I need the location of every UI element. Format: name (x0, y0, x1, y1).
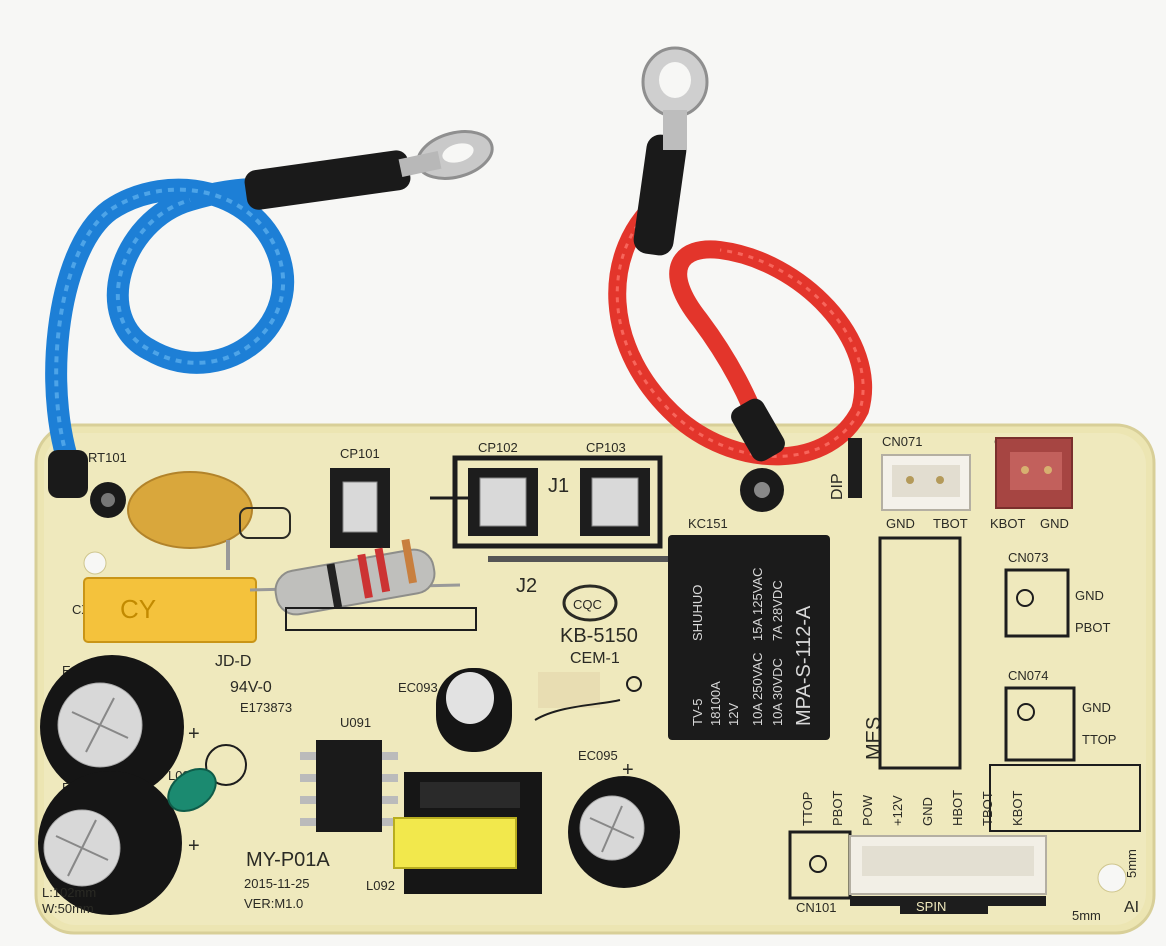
relay-type: TV-5 (690, 699, 705, 726)
u091-label: U091 (340, 715, 371, 730)
cn071-pin-1: GND (886, 516, 915, 531)
ec092-capacitor (38, 771, 182, 915)
relay-model: MPA-S-112-A (793, 605, 815, 726)
ec095-label: EC095 (578, 748, 618, 763)
mount-hole (1097, 863, 1127, 893)
thermistor (127, 471, 291, 570)
l092-label: L092 (366, 878, 395, 893)
spin-bar (900, 898, 988, 914)
resistor (249, 538, 477, 631)
relay-coil: 12V (726, 703, 741, 726)
xcap-mark: CY (120, 594, 156, 624)
ccc-text: CQC (573, 597, 602, 612)
ec092-polarity: + (188, 835, 200, 857)
heat-shrink-sleeve (731, 398, 785, 462)
corner-5mm-vertical: 5mm (1124, 849, 1139, 878)
transformer (393, 772, 542, 894)
board-date: 2015-11-25 (244, 876, 310, 891)
relay: TV-5 18100A 12V SHUHUO 10A 250VAC 15A 12… (668, 535, 830, 740)
cn074-label: CN074 (1008, 668, 1048, 683)
cn101-pin-1: TTOP (800, 792, 815, 826)
cn074-pin-1: GND (1082, 700, 1111, 715)
j2-label: J2 (516, 575, 537, 597)
spin-label: SPIN (916, 899, 946, 914)
mount-hole (83, 551, 107, 575)
rt101-label: RT101 (88, 450, 127, 465)
ul-rating: 94V-0 (230, 679, 272, 696)
ec093-label: EC093 (398, 680, 438, 695)
cn073-label: CN073 (1008, 550, 1048, 565)
cn101-pin-2: PBOT (830, 791, 845, 826)
mes-label: MES (863, 717, 885, 760)
u091-ic (300, 740, 398, 832)
cn101-pin-4: +12V (890, 795, 905, 826)
ec093-capacitor (436, 668, 512, 752)
dip-label: DIP (829, 473, 846, 500)
cn071-label: CN071 (882, 434, 922, 449)
j1-block (430, 455, 663, 549)
cn074-connector (1004, 686, 1076, 762)
ec095-capacitor (568, 776, 680, 888)
corner-5mm-horizontal: 5mm (1072, 908, 1101, 923)
cn101-pin-5: GND (920, 797, 935, 826)
corner-ai: AI (1124, 899, 1139, 916)
ul-code: JD-D (215, 653, 251, 670)
heat-shrink-sleeve (48, 450, 88, 498)
cn101-label: CN101 (796, 900, 836, 915)
j2-jumper (488, 556, 668, 562)
cn072-pin-1: KBOT (990, 516, 1025, 531)
cn071-pin-2: TBOT (933, 516, 968, 531)
heat-shrink-sleeve (244, 150, 411, 210)
ec091-capacitor (40, 655, 184, 799)
cn072-pin-2: GND (1040, 516, 1069, 531)
cn073-pin-1: GND (1075, 588, 1104, 603)
cn073-pin-2: PBOT (1075, 620, 1110, 635)
relay-code: 18100A (708, 681, 723, 726)
cp101-label: CP101 (340, 446, 380, 461)
cn101-pin-7: TBOT (980, 791, 995, 826)
relay-rating-2: 10A 30VDC (770, 658, 785, 726)
cn073-connector (1004, 568, 1070, 638)
j1-label: J1 (548, 475, 569, 497)
mes-outline (878, 536, 962, 770)
cn101-pin-labels: TTOP PBOT POW +12V GND HBOT TBOT KBOT (800, 790, 1025, 826)
board-material-code: KB-5150 (560, 625, 638, 647)
ccc-mark (562, 584, 618, 622)
relay-rating-4: 7A 28VDC (770, 580, 785, 641)
relay-rating-3: 15A 125VAC (750, 568, 765, 641)
kc151-label: KC151 (688, 516, 728, 531)
cn071-connector (881, 454, 971, 511)
cn072-connector (995, 437, 1073, 509)
cn074-pin-2: TTOP (1082, 732, 1116, 747)
board-version: VER:M1.0 (244, 896, 303, 911)
cp101-terminal (330, 468, 390, 548)
x-capacitor (83, 577, 257, 643)
relay-rating-1: 10A 250VAC (750, 653, 765, 726)
relay-brand: SHUHUO (690, 585, 705, 641)
width-note: W:50mm (42, 901, 94, 916)
length-note: L:102mm (42, 885, 96, 900)
cp102-label: CP102 (478, 440, 518, 455)
blank-pad (538, 672, 600, 708)
dip-bar (848, 438, 862, 498)
ec095-polarity: + (622, 759, 634, 781)
blue-wire (45, 130, 494, 498)
heat-shrink-sleeve (633, 134, 687, 256)
ul-file: E173873 (240, 700, 292, 715)
cp103-label: CP103 (586, 440, 626, 455)
ec091-polarity: + (188, 723, 200, 745)
board-material: CEM-1 (570, 650, 620, 667)
red-wire (608, 46, 873, 466)
cn101-pin-6: HBOT (950, 790, 965, 826)
board-model: MY-P01A (246, 849, 330, 871)
l091-inductor (167, 744, 247, 812)
cn101-outline-top (989, 764, 1141, 832)
cn101-pin-3: POW (860, 794, 875, 826)
cn101-pin-8: KBOT (1010, 791, 1025, 826)
